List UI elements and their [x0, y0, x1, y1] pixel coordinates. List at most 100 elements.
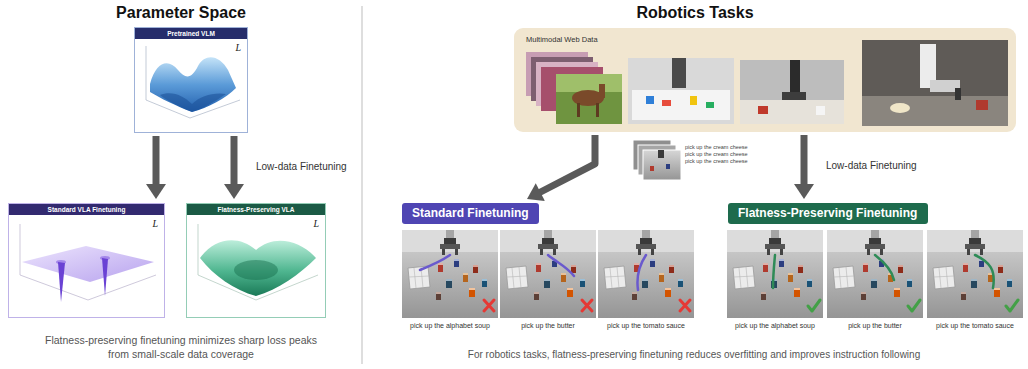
instruction-text: pick up the cream cheese [685, 144, 748, 151]
web-images [628, 58, 734, 124]
loss-surface-standard [20, 275, 88, 300]
arrow-connector [794, 135, 814, 199]
loss-plot-box: Standard VLA FinetuningL [8, 203, 165, 318]
figure-caption: For robotics tasks, flatness-preserving … [374, 348, 1014, 361]
sim-tile-flat [975, 255, 994, 288]
success-mark [908, 300, 920, 311]
loss-plot-box: Flatness-Preserving VLA L [186, 203, 326, 318]
arrow-head [224, 184, 244, 199]
tile-caption: pick up the tomato sauce [923, 322, 1027, 329]
web-images [599, 84, 605, 98]
sim-tile-flat [875, 255, 894, 280]
success-mark [1006, 300, 1018, 311]
loss-surface-standard [58, 262, 65, 302]
web-images [862, 96, 1008, 126]
badge-label: Standard Finetuning [402, 203, 539, 224]
web-images [782, 92, 806, 100]
sim-tile-flat [827, 230, 923, 318]
web-images [862, 40, 1008, 126]
tile-caption: pick up the butter [496, 322, 600, 329]
demo-image-stack [666, 164, 670, 169]
web-images [690, 96, 697, 105]
web-images [955, 88, 961, 100]
tile-caption: pick up the butter [823, 322, 927, 329]
sim-tile-flat [727, 230, 823, 318]
tile-caption: pick up the tomato sauce [594, 322, 698, 329]
method-badge: Flatness-Preserving Finetuning [728, 203, 928, 224]
figure-caption: Flatness-preserving finetuning minimizes… [36, 334, 326, 361]
sim-result-tile: pick up the butter [827, 230, 923, 334]
panel-title: Multimodal Web Data [526, 35, 598, 44]
web-images [556, 74, 622, 92]
sim-tile-standard [500, 230, 596, 318]
plot-title-bar: Pretrained VLM [135, 28, 247, 39]
arrow-shaft [231, 136, 238, 187]
axis-label: L [152, 218, 158, 229]
loss-surface-standard [20, 224, 156, 302]
demo-image-stack [643, 150, 681, 180]
sim-result-tile: pick up the tomato sauce [598, 230, 694, 334]
edge-label: Low-data Finetuning [826, 160, 917, 171]
axis-label: L [313, 218, 319, 229]
web-images [706, 102, 714, 108]
sim-tile-standard [598, 230, 694, 318]
loss-surface-pretrained [160, 93, 226, 112]
sim-tile-flat [727, 230, 1023, 318]
web-images [596, 103, 599, 117]
success-mark [808, 300, 1018, 311]
tile-caption: pick up the alphabet soup [398, 322, 502, 329]
sim-result-tile: pick up the alphabet soup [402, 230, 498, 334]
loss-surface-pretrained [150, 57, 236, 112]
web-images [758, 106, 768, 114]
section-heading: Robotics Tasks [362, 3, 1028, 24]
web-images [976, 100, 988, 110]
arrow-connector [146, 136, 166, 199]
web-images [526, 40, 1008, 126]
sim-tile-standard [402, 230, 498, 318]
failure-mark [484, 300, 690, 311]
loss-surface-flat [198, 224, 199, 275]
method-badge: Standard Finetuning [402, 203, 539, 224]
web-images [890, 103, 910, 113]
web-images [816, 106, 825, 115]
sim-result-tile: pick up the butter [500, 230, 596, 334]
sim-result-tile: pick up the tomato sauce [927, 230, 1023, 334]
sim-tile-flat [927, 230, 1023, 318]
section-divider [362, 6, 363, 364]
failure-mark [582, 300, 592, 311]
instruction-text: pick up the cream cheese [685, 151, 748, 158]
web-data-panel [514, 28, 1016, 132]
data-panel: Multimodal Web Data [514, 28, 1016, 132]
web-images [672, 58, 686, 88]
loss-surface-standard [102, 258, 108, 296]
sim-tile-flat [773, 255, 775, 288]
arrow-head [527, 183, 545, 201]
plot-title-bar: Flatness-Preserving VLA [187, 204, 325, 215]
badge-label: Flatness-Preserving Finetuning [728, 203, 927, 224]
tile-caption: pick up the alphabet soup [723, 322, 827, 329]
loss-surface-pretrained [146, 46, 240, 118]
sim-tile-standard [402, 230, 694, 318]
web-images [790, 60, 800, 96]
instruction-text: pick up the cream cheese [685, 158, 748, 165]
sim-tile-standard [420, 255, 450, 270]
web-images [662, 100, 671, 106]
success-mark [808, 300, 820, 311]
failure-mark [484, 300, 494, 311]
web-data-panel [514, 28, 1016, 132]
loss-surface-standard [22, 246, 154, 282]
web-images [646, 96, 654, 104]
web-images [556, 74, 622, 124]
sim-tile-standard [548, 255, 574, 276]
axis-label: L [235, 42, 241, 53]
web-images [577, 103, 580, 117]
loss-surface-flat [198, 224, 318, 300]
web-images [740, 60, 844, 124]
arrow-shaft [153, 136, 160, 187]
arrow-shaft [801, 135, 808, 187]
loss-plot-box: Pretrained VLM L [134, 27, 248, 133]
edge-label: Low-data Finetuning [256, 161, 347, 172]
web-images [740, 100, 844, 124]
